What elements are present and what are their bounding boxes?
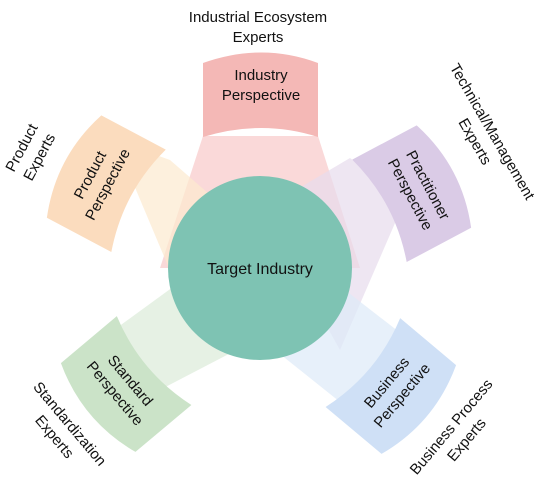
center-circle bbox=[168, 176, 352, 360]
perspective-cap-standard bbox=[60, 316, 192, 452]
perspective-standard: Standard Perspective bbox=[60, 316, 192, 452]
perspective-business: Business Perspective bbox=[325, 318, 457, 454]
perspective-cap-business bbox=[325, 318, 457, 454]
perspective-cap-product bbox=[46, 115, 166, 253]
perspective-label-industry-line1: Industry bbox=[234, 67, 288, 84]
perspective-cap-practitioner bbox=[352, 125, 472, 263]
center-label: Target Industry bbox=[207, 261, 313, 278]
expert-product: Product Experts bbox=[2, 120, 59, 183]
expert-industry: Industrial Ecosystem Experts bbox=[189, 9, 327, 46]
perspective-label-industry-line2: Perspective bbox=[222, 87, 300, 104]
perspective-cap-industry bbox=[203, 52, 318, 137]
perspective-industry: Industry Perspective bbox=[203, 52, 318, 137]
expert-label-industry-line2: Experts bbox=[233, 29, 284, 46]
expert-label-industry-line1: Industrial Ecosystem bbox=[189, 9, 327, 26]
